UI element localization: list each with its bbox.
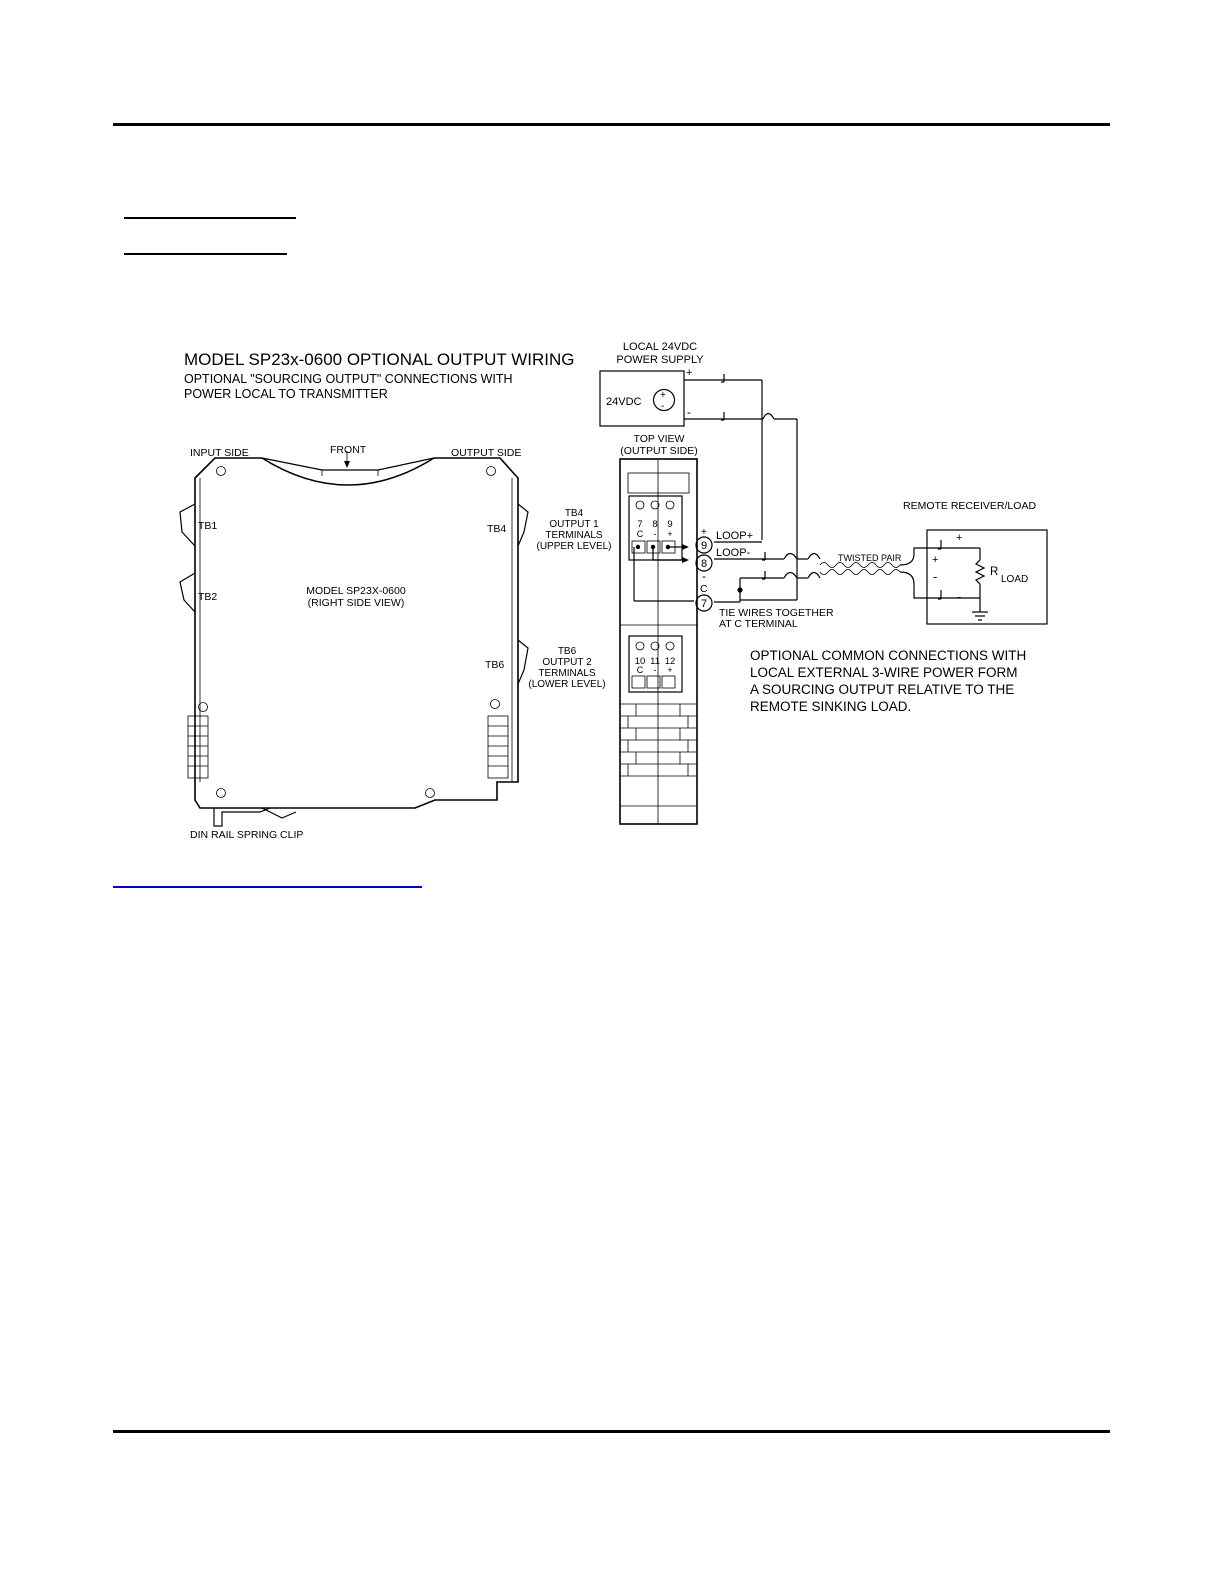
tb6-side-label: TB6 — [485, 659, 504, 671]
module-outline — [194, 457, 519, 809]
terminal-7-circle — [695, 594, 713, 612]
tb6-top-label-4: (LOWER LEVEL) — [528, 679, 605, 690]
tie-wires-label-1: TIE WIRES TOGETHER — [719, 607, 834, 619]
note-line-3: A SOURCING OUTPUT RELATIVE TO THE — [750, 682, 1014, 697]
section-underline-2 — [124, 253, 287, 255]
ps-wires — [684, 374, 798, 600]
power-supply-box — [599, 370, 685, 427]
lower-term-11: 11 — [650, 656, 660, 667]
upper-term-9: 9 — [667, 519, 672, 530]
terminal-7-num: 7 — [701, 598, 707, 610]
diagram-subtitle-2: POWER LOCAL TO TRANSMITTER — [184, 387, 388, 401]
model-label-2: (RIGHT SIDE VIEW) — [308, 597, 405, 609]
resistor-r-label: R — [990, 566, 998, 578]
ps-voltage: 24VDC — [606, 396, 642, 408]
lower-mark-plus: + — [667, 665, 672, 675]
upper-mark-plus: + — [667, 529, 672, 539]
tie-wires-label-2: AT C TERMINAL — [719, 618, 798, 630]
svg-text:-: - — [661, 401, 664, 412]
tb1-label: TB1 — [198, 520, 217, 532]
upper-term-8: 8 — [652, 519, 657, 530]
terminal-wires — [633, 541, 821, 603]
lower-term-12: 12 — [665, 656, 676, 667]
receiver-label: REMOTE RECEIVER/LOAD — [903, 500, 1036, 512]
tb2-label: TB2 — [198, 591, 217, 603]
ps-minus: - — [687, 405, 691, 419]
tb6-wedge — [517, 639, 529, 685]
tb6-top-label-2: OUTPUT 2 — [542, 657, 592, 668]
diagram-subtitle-1: OPTIONAL "SOURCING OUTPUT" CONNECTIONS W… — [184, 372, 513, 386]
side-view-module — [179, 451, 529, 827]
din-clip-label: DIN RAIL SPRING CLIP — [190, 829, 303, 841]
twisted-pair-label: TWISTED PAIR — [838, 553, 902, 563]
section-underline-1 — [124, 217, 296, 219]
right-rib-block — [487, 715, 509, 779]
front-recess — [261, 457, 435, 471]
tb4-top-label-3: TERMINALS — [545, 530, 603, 541]
ps-label-1: LOCAL 24VDC — [623, 341, 697, 353]
front-label: FRONT — [330, 444, 367, 456]
output-side-label: OUTPUT SIDE — [451, 447, 521, 459]
lower-term-10: 10 — [635, 656, 646, 667]
terminal-minus-sign: - — [702, 569, 706, 583]
loop-plus-label: LOOP+ — [716, 530, 753, 542]
upper-mark-minus: - — [654, 529, 657, 539]
left-rib-block — [187, 715, 209, 779]
header-rule — [113, 123, 1110, 126]
footer-rule — [113, 1430, 1110, 1433]
tb4-top-label-1: TB4 — [565, 508, 584, 519]
loop-minus-label: LOOP- — [716, 547, 751, 559]
terminal-8-num: 8 — [701, 558, 707, 570]
tb1-wedge — [179, 503, 196, 547]
model-label-1: MODEL SP23X-0600 — [306, 585, 406, 597]
lower-mark-c: C — [637, 665, 644, 675]
link-underline[interactable] — [113, 886, 422, 888]
terminal-9-circle — [695, 536, 713, 554]
top-view-ribs — [620, 703, 697, 807]
top-view-module — [619, 458, 698, 825]
tb4-top-label-2: OUTPUT 1 — [549, 519, 599, 530]
top-view-label-2: (OUTPUT SIDE) — [620, 445, 697, 457]
terminal-plus-sign: + — [701, 527, 707, 538]
tb2-wedge — [179, 572, 196, 613]
note-line-1: OPTIONAL COMMON CONNECTIONS WITH — [750, 648, 1026, 663]
ps-plus: + — [686, 367, 692, 379]
receiver-minus-outer: - — [957, 589, 961, 604]
twisted-pair-wire — [819, 547, 940, 599]
terminal-8-circle — [695, 554, 713, 572]
din-rail-clip — [213, 807, 297, 827]
terminal-c-label: C — [700, 583, 708, 595]
terminal-9-num: 9 — [701, 540, 707, 552]
receiver-plus-outer: + — [956, 532, 962, 544]
upper-term-7: 7 — [637, 519, 642, 530]
lower-mark-minus: - — [654, 665, 657, 675]
note-line-4: REMOTE SINKING LOAD. — [750, 699, 911, 714]
ps-label-2: POWER SUPPLY — [616, 354, 704, 366]
receiver-box — [926, 529, 1048, 625]
diagram-title: MODEL SP23x-0600 OPTIONAL OUTPUT WIRING — [184, 350, 574, 369]
upper-mark-c: C — [637, 529, 644, 539]
top-view-label-1: TOP VIEW — [634, 433, 685, 445]
resistor-load-label: LOAD — [1001, 574, 1028, 585]
tb4-side-label: TB4 — [487, 523, 506, 535]
ps-source-symbol — [652, 388, 676, 412]
tb4-wedge — [517, 503, 529, 547]
tb6-top-label-3: TERMINALS — [538, 668, 596, 679]
input-side-label: INPUT SIDE — [190, 447, 249, 459]
receiver-minus-inner: - — [933, 569, 937, 584]
receiver-plus-inner: + — [932, 554, 938, 566]
tb4-top-label-4: (UPPER LEVEL) — [536, 541, 611, 552]
tb6-top-label-1: TB6 — [558, 646, 577, 657]
svg-text:+: + — [660, 390, 666, 401]
receiver-internal — [938, 540, 988, 621]
note-line-2: LOCAL EXTERNAL 3-WIRE POWER FORM — [750, 665, 1018, 680]
